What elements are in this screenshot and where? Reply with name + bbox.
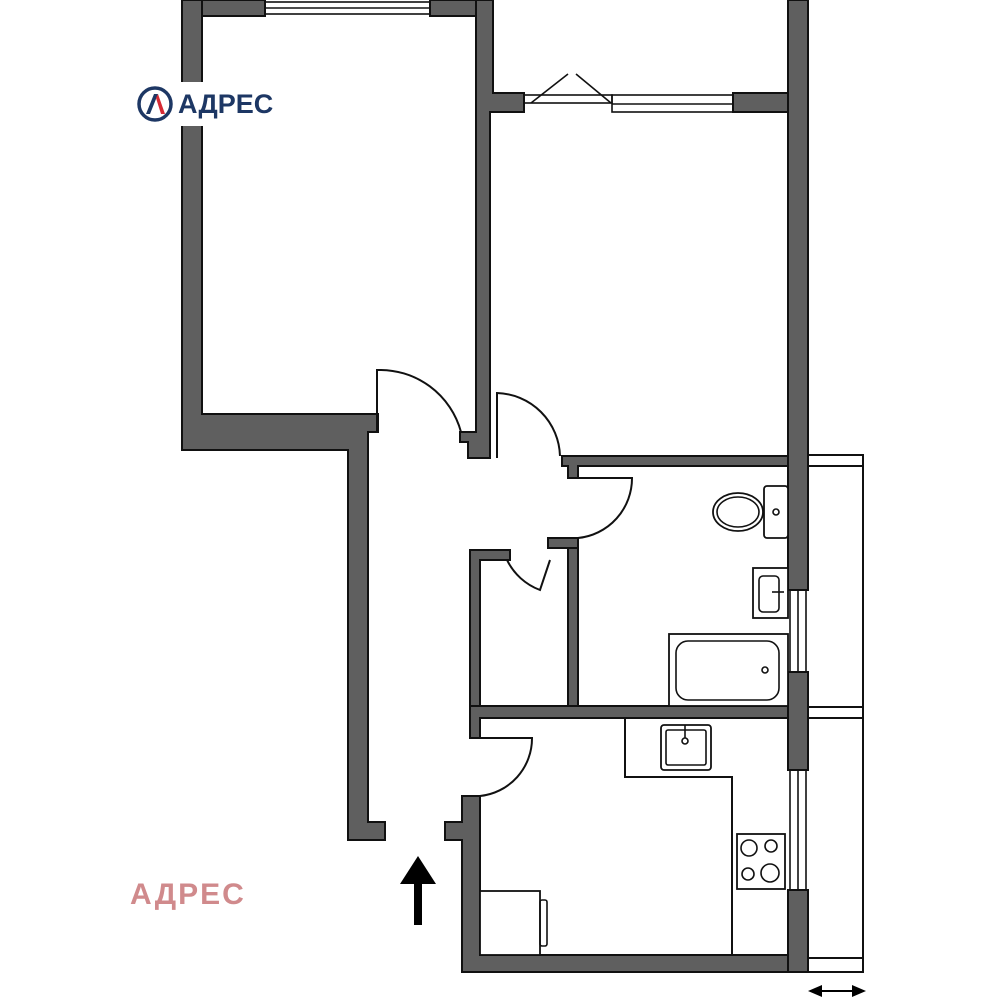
door-bathroom — [577, 477, 634, 539]
wall-bath-top — [561, 455, 789, 479]
door-left-room — [376, 368, 462, 433]
walls — [181, 0, 809, 973]
bathtub — [668, 633, 789, 707]
windows — [264, 1, 807, 891]
bathroom-fixtures — [668, 485, 789, 707]
wall-partition-middle — [459, 0, 525, 459]
watermark-text: АДРЕС — [130, 878, 246, 911]
door-closet — [506, 559, 551, 592]
kitchen-sink — [660, 724, 712, 771]
double-arrow-icon — [808, 985, 866, 997]
kitchen-fixtures — [479, 718, 786, 956]
wall-closet-left — [469, 549, 511, 709]
agency-logo: АДРЕС — [134, 82, 280, 126]
doors — [376, 368, 634, 797]
wall-bath-left — [567, 537, 579, 709]
fridge — [479, 890, 541, 956]
balconies — [808, 454, 864, 973]
wall-right-upper — [787, 0, 809, 591]
wall-top-right-segment — [732, 92, 789, 113]
balcony-right — [808, 454, 864, 973]
toilet-tank — [763, 485, 789, 539]
wall-closet-top-right — [547, 537, 579, 549]
entrance-arrow-icon — [400, 856, 436, 925]
toilet-bowl — [712, 492, 764, 532]
balcony-door-swing — [530, 73, 612, 104]
door-right-room — [496, 391, 561, 458]
logo-text: АДРЕС — [178, 88, 274, 119]
wall-kitchen-top — [469, 705, 809, 739]
door-kitchen — [479, 737, 534, 797]
wall-right-mid — [787, 671, 809, 771]
agency-a-circle-logo-icon — [137, 86, 173, 122]
kitchen-counter — [624, 718, 733, 955]
wall-left-room — [181, 0, 386, 841]
wall-right-low — [787, 889, 809, 973]
wall-top-left-a — [201, 0, 266, 17]
balcony-door — [523, 94, 613, 104]
